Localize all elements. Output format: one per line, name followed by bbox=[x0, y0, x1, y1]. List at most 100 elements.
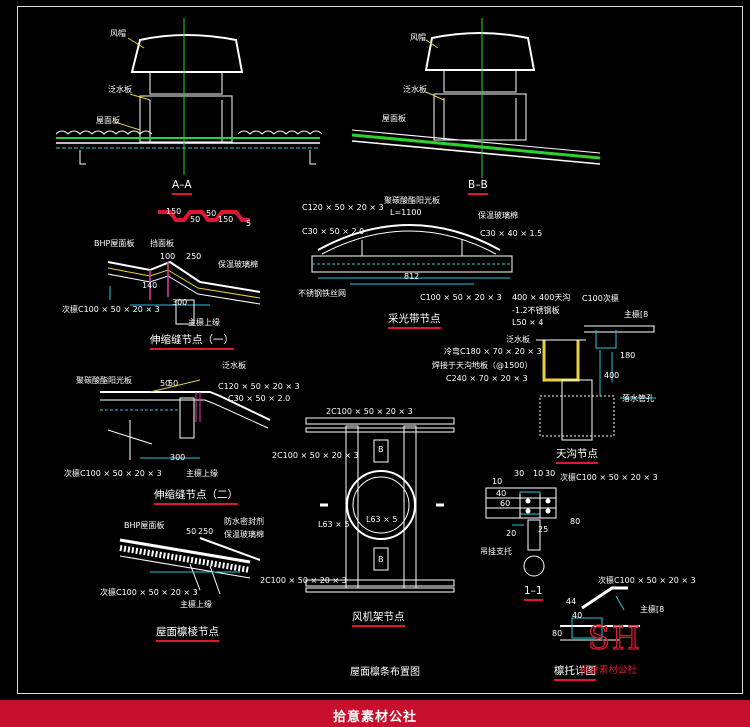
fan-c1-label: 2C100 × 50 × 20 × 3 bbox=[326, 407, 413, 416]
exp2-beam-label: 主檩上缘 bbox=[186, 469, 218, 478]
exp2-flashing-label: 泛水板 bbox=[222, 361, 246, 370]
gutter-flashing-label: 泛水板 bbox=[506, 335, 530, 344]
bb-panel-label: 屋面板 bbox=[382, 114, 406, 123]
ridge-bhp-label: BHP屋面板 bbox=[124, 521, 165, 530]
s11-d25: 25 bbox=[538, 525, 549, 534]
gutter-d180: 180 bbox=[620, 351, 636, 360]
exp1-title: 伸缩缝节点（一） bbox=[150, 334, 234, 349]
exp1-d140: 140 bbox=[142, 281, 158, 290]
ridge-insul-label: 保温玻璃棉 bbox=[224, 530, 264, 539]
aa-panel-label: 屋面板 bbox=[96, 116, 120, 125]
exp1-purlin-label: 次檩C100 × 50 × 20 × 3 bbox=[62, 305, 160, 314]
exp2-drawing bbox=[100, 379, 271, 460]
sky-c30b-label: C30 × 40 × 1.5 bbox=[480, 229, 543, 238]
fan-c3-label: 2C100 × 50 × 20 × 3 bbox=[260, 576, 347, 585]
fan-c2-label: 2C100 × 50 × 20 × 3 bbox=[272, 451, 359, 460]
ridge-d50: 50 bbox=[186, 527, 197, 536]
fan-l63-label: L63 × 5 bbox=[318, 520, 350, 529]
bracket-title: 檩托详图 bbox=[554, 665, 596, 680]
ridge-title: 屋面檩棱节点 bbox=[156, 626, 219, 641]
exp1-insul-label: 保温玻璃棉 bbox=[218, 260, 258, 269]
bb-hood-label: 风帽 bbox=[410, 33, 426, 42]
banner-text: 拾意素材公社 bbox=[332, 710, 417, 725]
exp2-d50b: 50 bbox=[168, 379, 179, 388]
sky-c100-label: C100 × 50 × 20 × 3 bbox=[420, 293, 502, 302]
exp2-d50a: 50 bbox=[160, 379, 171, 388]
exp1-bhp-label: BHP屋面板 bbox=[94, 239, 135, 248]
exp1-d250: 250 bbox=[186, 252, 202, 261]
aa-hood-label: 风帽 bbox=[110, 29, 126, 38]
ridge-drawing bbox=[119, 537, 261, 595]
ridge-seal-label: 防水密封剂 bbox=[224, 517, 264, 526]
sky-insul-label: 保温玻璃棉 bbox=[478, 211, 518, 220]
ridge-beam-label: 主檩上缘 bbox=[180, 600, 212, 609]
exp1-dim: 5 bbox=[246, 219, 252, 228]
exp2-c30-label: C30 × 50 × 2.0 bbox=[228, 394, 291, 403]
s11-d30a: 30 bbox=[514, 469, 525, 478]
sky-sheet-label: 聚碳酸酯阳光板 bbox=[384, 196, 440, 205]
bracket-d40: 40 bbox=[572, 611, 583, 620]
watermark-text: 拾意素材公社 bbox=[580, 665, 638, 676]
exp1-dim: 50 bbox=[206, 209, 217, 218]
fan-b-label: B bbox=[378, 555, 384, 564]
s11-title: 1–1 bbox=[524, 585, 543, 600]
gutter-c100-label: C100次檩 bbox=[582, 294, 619, 303]
gutter-box2-label: -1.2不锈钢板 bbox=[512, 306, 560, 315]
gutter-box-label: 400 × 400天沟 bbox=[512, 293, 571, 302]
exp1-dim: 50 bbox=[190, 215, 201, 224]
s11-d30b: 30 bbox=[545, 469, 556, 478]
bracket-d80: 80 bbox=[552, 629, 563, 638]
exp1-d300: 300 bbox=[172, 298, 188, 307]
gutter-title: 天沟节点 bbox=[556, 448, 598, 463]
aa-title: A–A bbox=[172, 179, 192, 194]
bracket-d44: 44 bbox=[566, 597, 577, 606]
s11-purlin-label: 次檩C100 × 50 × 20 × 3 bbox=[560, 473, 658, 482]
s11-drawing bbox=[485, 487, 557, 577]
exp2-c120-label: C120 × 50 × 20 × 3 bbox=[218, 382, 300, 391]
s11-hook-label: 吊挂支托 bbox=[480, 547, 512, 556]
exp1-d100: 100 bbox=[160, 252, 176, 261]
exp2-purlin-label: 次檩C100 × 50 × 20 × 3 bbox=[64, 469, 162, 478]
cad-linework bbox=[55, 18, 656, 641]
gutter-d400: 400 bbox=[604, 371, 620, 380]
s11-d40: 40 bbox=[496, 489, 507, 498]
s11-d20: 20 bbox=[506, 529, 517, 538]
bracket-purlin-label: 次檩C100 × 50 × 20 × 3 bbox=[598, 576, 696, 585]
exp1-drawing bbox=[107, 210, 261, 325]
bottom-banner: 拾意素材公社 bbox=[0, 700, 750, 727]
sky-steel-label: 不锈钢铁丝网 bbox=[298, 289, 346, 298]
exp2-d300: 300 bbox=[170, 453, 186, 462]
s11-d80: 80 bbox=[570, 517, 581, 526]
aa-section-drawing bbox=[55, 18, 323, 175]
drawing-frame bbox=[17, 6, 743, 694]
watermark-sh: SH bbox=[587, 619, 642, 657]
exp2-sheet-label: 聚碳酸酯阳光板 bbox=[76, 376, 132, 385]
ridge-d250: 250 bbox=[198, 527, 214, 536]
fan-l63b-label: L63 × 5 bbox=[366, 515, 398, 524]
gutter-weld-label: 焊接于天沟地板（@1500） bbox=[432, 361, 533, 370]
sky-len-label: L=1100 bbox=[390, 208, 422, 217]
exp2-title: 伸缩缝节点（二） bbox=[154, 489, 238, 504]
fan-frame-drawing bbox=[305, 417, 455, 593]
aa-flashing-label: 泛水板 bbox=[108, 85, 132, 94]
gutter-beam-label: 主檩[8 bbox=[624, 310, 649, 319]
fan-b-label: B bbox=[378, 445, 384, 454]
watermark-logo: SH 拾意素材公社 bbox=[580, 619, 690, 677]
bb-flashing-label: 泛水板 bbox=[403, 85, 427, 94]
fan-title: 风机架节点 bbox=[352, 611, 405, 626]
sky-d812: 812 bbox=[404, 272, 420, 281]
gutter-c180-label: 冷弯C180 × 70 × 20 × 3 bbox=[444, 347, 542, 356]
bracket-drawing bbox=[560, 586, 640, 641]
exp1-dim: 150 bbox=[166, 207, 182, 216]
sky-c120-label: C120 × 50 × 20 × 3 bbox=[302, 203, 384, 212]
footer-title: 屋面檩条布置图 bbox=[350, 667, 420, 678]
exp1-cover-label: 挡面板 bbox=[150, 239, 174, 248]
sky-c30-label: C30 × 50 × 2.0 bbox=[302, 227, 365, 236]
gutter-drain-label: 落水管孔 bbox=[622, 394, 654, 403]
skylight-drawing bbox=[311, 224, 513, 285]
s11-d10: 10 bbox=[492, 477, 503, 486]
bracket-beam-label: 主檩[8 bbox=[640, 605, 665, 614]
s11-d60: 60 bbox=[500, 499, 511, 508]
skylight-title: 采光带节点 bbox=[388, 313, 441, 328]
gutter-l50-label: L50 × 4 bbox=[512, 318, 544, 327]
